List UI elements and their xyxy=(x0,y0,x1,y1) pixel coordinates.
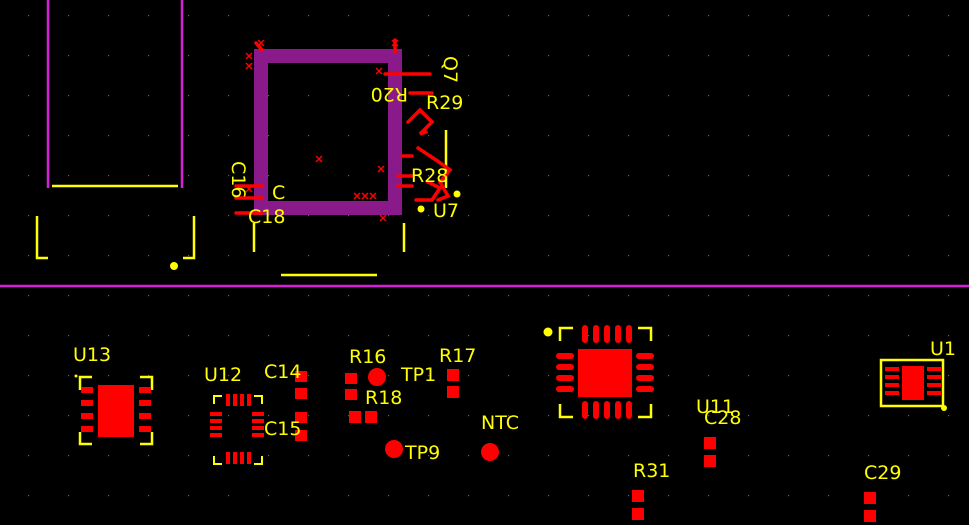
board-outline xyxy=(0,0,969,288)
qfn-footprint[interactable] xyxy=(543,325,655,419)
label-q7: Q7 xyxy=(439,56,461,83)
label-c16: C16 xyxy=(227,161,249,198)
connector-footprint[interactable] xyxy=(35,184,196,260)
label-u12: U12 xyxy=(204,364,242,386)
label-r16: R16 xyxy=(349,346,386,368)
r31-footprint[interactable] xyxy=(632,490,644,520)
u7-outline[interactable] xyxy=(252,130,448,277)
r16-footprint[interactable] xyxy=(345,373,357,400)
u1-footprint[interactable] xyxy=(879,358,947,411)
c14-footprint[interactable] xyxy=(295,371,307,399)
label-u7: U7 xyxy=(433,200,459,222)
label-r18: R18 xyxy=(365,387,402,409)
label-u1: U1 xyxy=(930,338,956,360)
label-c18: C18 xyxy=(248,206,285,228)
label-r29: R29 xyxy=(426,92,463,114)
label-r28: R28 xyxy=(411,165,448,187)
label-tp1: TP1 xyxy=(400,364,436,386)
label-c14: C14 xyxy=(264,361,301,383)
r17-footprint[interactable] xyxy=(447,369,459,398)
r18-footprint[interactable] xyxy=(349,411,377,423)
u13-footprint[interactable] xyxy=(74,374,154,446)
keepout-region xyxy=(254,49,402,215)
label-c28: C28 xyxy=(704,407,741,429)
u7-pin1-marker xyxy=(417,205,425,213)
via-markers xyxy=(245,39,399,222)
q7-pin1-marker xyxy=(453,190,461,198)
label-c29: C29 xyxy=(864,462,901,484)
label-r20: R20 xyxy=(371,83,408,105)
label-tp9: TP9 xyxy=(404,442,440,464)
ntc-pad[interactable] xyxy=(481,443,499,461)
c15-footprint[interactable] xyxy=(295,412,307,441)
label-ntc: NTC xyxy=(481,412,519,434)
label-c15: C15 xyxy=(264,418,301,440)
c28-footprint[interactable] xyxy=(704,437,716,467)
label-c-partial: C xyxy=(272,182,285,204)
label-r31: R31 xyxy=(633,460,670,482)
label-u11: U11 xyxy=(696,396,734,418)
u12-footprint[interactable] xyxy=(210,394,264,465)
tp9-pad[interactable] xyxy=(385,440,403,458)
pin1-marker xyxy=(170,262,178,270)
copper-traces-u7 xyxy=(234,38,453,215)
label-r17: R17 xyxy=(439,345,476,367)
tp1-pad[interactable] xyxy=(368,368,386,386)
c29-footprint[interactable] xyxy=(864,492,876,522)
label-u13: U13 xyxy=(73,344,111,366)
